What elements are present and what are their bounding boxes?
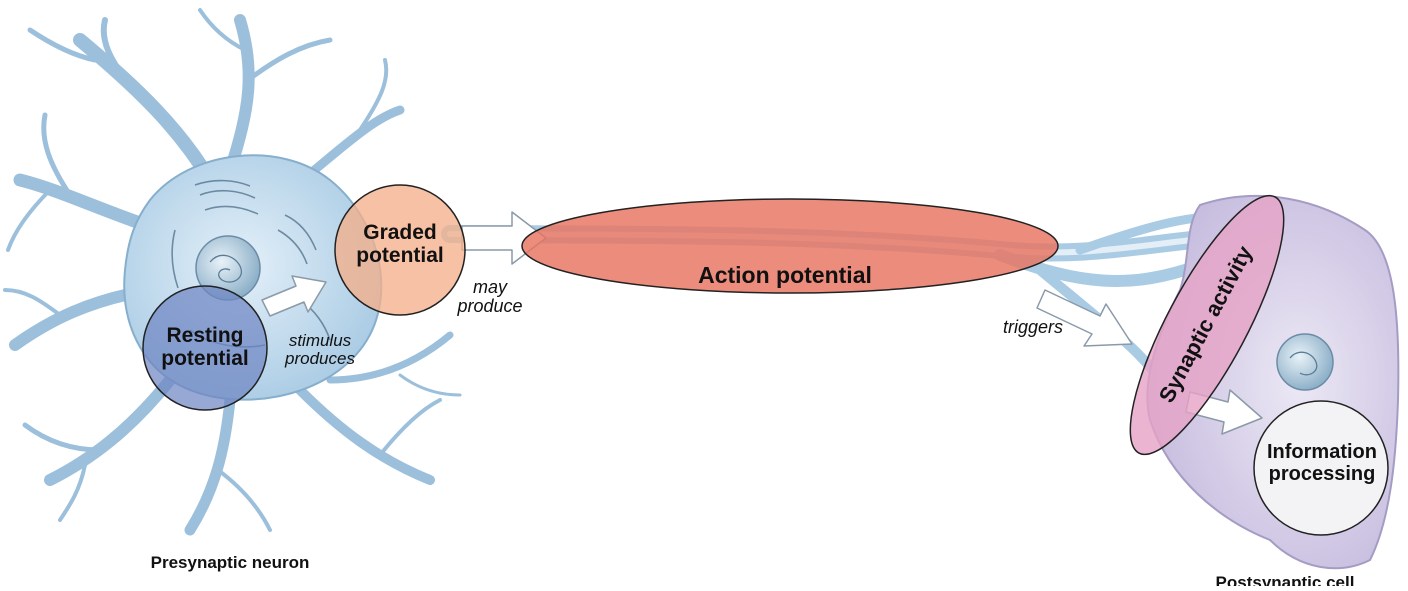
nucleus-texture — [209, 254, 243, 283]
soma-organelles — [171, 179, 331, 348]
synaptic-activity-shape — [1129, 194, 1285, 456]
may-produce-label: may produce — [457, 277, 523, 317]
action-potential-label: Action potential — [698, 262, 872, 288]
action-potential-shape — [521, 198, 1059, 294]
stimulus-produces-arrow — [261, 275, 327, 317]
resting-potential-label: Resting potential — [161, 324, 249, 370]
postsynaptic-nucleus — [1276, 333, 1334, 391]
postsynaptic-nucleus-texture — [1289, 351, 1318, 376]
resting-potential-circle — [142, 285, 268, 411]
information-processing-circle — [1253, 400, 1389, 536]
graded-potential-circle — [334, 184, 466, 316]
postsynaptic-cell-caption: Postsynaptic cell — [1215, 574, 1355, 586]
presynaptic-neuron-caption: Presynaptic neuron — [150, 553, 310, 572]
triggers-label: triggers — [1002, 317, 1064, 337]
triggers-arrow — [1036, 289, 1133, 347]
stimulus-produces-label: stimulus produces — [285, 331, 355, 369]
information-processing-label: Information processing — [1267, 441, 1377, 485]
graded-potential-label: Graded potential — [356, 221, 444, 267]
